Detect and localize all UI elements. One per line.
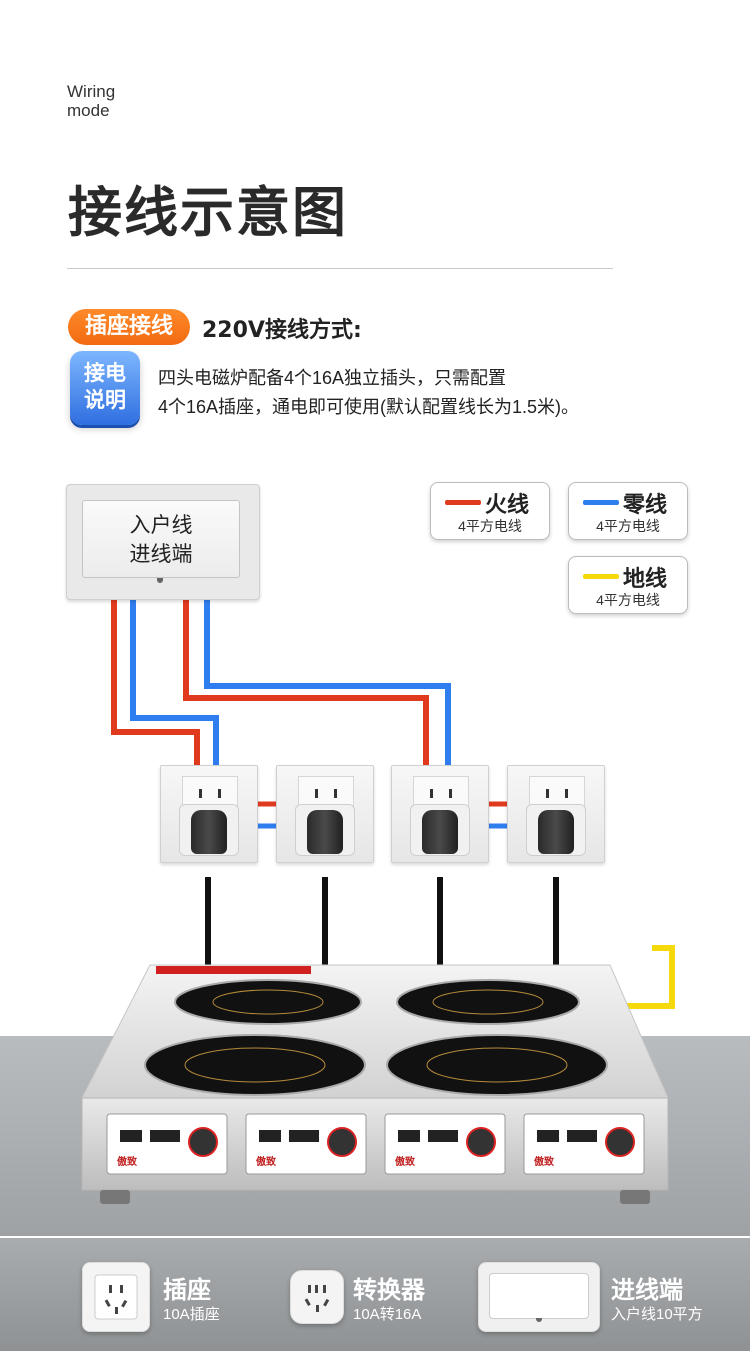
legend-neutral-wire: 零线 4平方电线 — [568, 482, 688, 540]
junction-title: 进线端 — [611, 1276, 683, 1304]
adapter-icon — [304, 1285, 330, 1312]
brand-label-2: 傲致 — [256, 1157, 276, 1168]
incoming-label-2: 进线端 — [129, 543, 193, 566]
desc-line-2: 4个16A插座，通电即可使用(默认配置线长为1.5米)。 — [158, 397, 580, 417]
live-wire-swatch — [445, 500, 481, 505]
legend-name: 火线 — [485, 493, 530, 518]
divider — [67, 268, 613, 269]
wiring-method-label: 220V接线方式: — [202, 318, 362, 343]
induction-cooker — [81, 964, 669, 1204]
socket-sub: 10A插座 — [163, 1306, 220, 1323]
converter-sub: 10A转16A — [353, 1306, 422, 1323]
neutral-wire-swatch — [583, 500, 619, 505]
junction-box-icon — [478, 1262, 600, 1332]
legend-sub: 4平方电线 — [596, 592, 660, 608]
incoming-label-1: 入户线 — [129, 514, 193, 537]
junction-box-panel — [489, 1273, 589, 1319]
desc-line-1: 四头电磁炉配备4个16A独立插头，只需配置 — [158, 368, 507, 388]
indicator-light — [157, 578, 163, 583]
socket-outlet-icon — [94, 1274, 138, 1320]
legend-name: 地线 — [623, 567, 668, 592]
socket-title: 插座 — [163, 1276, 211, 1304]
legend-sub: 4平方电线 — [458, 518, 522, 534]
wall-socket-3 — [391, 765, 489, 863]
socket-icon — [82, 1262, 150, 1332]
badge-line-2: 说明 — [84, 388, 126, 412]
legend-live-wire: 火线 4平方电线 — [430, 482, 550, 540]
brand-label-1: 傲致 — [117, 1157, 137, 1168]
legend-name: 零线 — [623, 493, 668, 518]
legend-ground-wire: 地线 4平方电线 — [568, 556, 688, 614]
socket-wiring-tag: 插座接线 — [68, 309, 190, 345]
plug-icon — [422, 810, 458, 854]
badge-line-1: 接电 — [84, 361, 126, 385]
wall-socket-1 — [160, 765, 258, 863]
plug-icon — [538, 810, 574, 854]
wall-socket-4 — [507, 765, 605, 863]
brand-label-3: 傲致 — [395, 1157, 415, 1168]
instructions-text: 四头电磁炉配备4个16A独立插头，只需配置 4个16A插座，通电即可使用(默认配… — [158, 364, 698, 422]
converter-icon — [290, 1270, 344, 1324]
plug-icon — [307, 810, 343, 854]
junction-indicator — [536, 1318, 542, 1322]
page-title: 接线示意图 — [68, 181, 348, 244]
english-title: Wiring mode — [67, 82, 116, 120]
ground-wire-swatch — [583, 574, 619, 579]
incoming-box-panel: 入户线 进线端 — [82, 500, 240, 578]
converter-title: 转换器 — [353, 1276, 425, 1304]
wall-socket-2 — [276, 765, 374, 863]
junction-sub: 入户线10平方 — [611, 1306, 703, 1323]
plug-icon — [191, 810, 227, 854]
instructions-badge: 接电 说明 — [70, 351, 140, 425]
legend-sub: 4平方电线 — [596, 518, 660, 534]
brand-label-4: 傲致 — [534, 1157, 554, 1168]
